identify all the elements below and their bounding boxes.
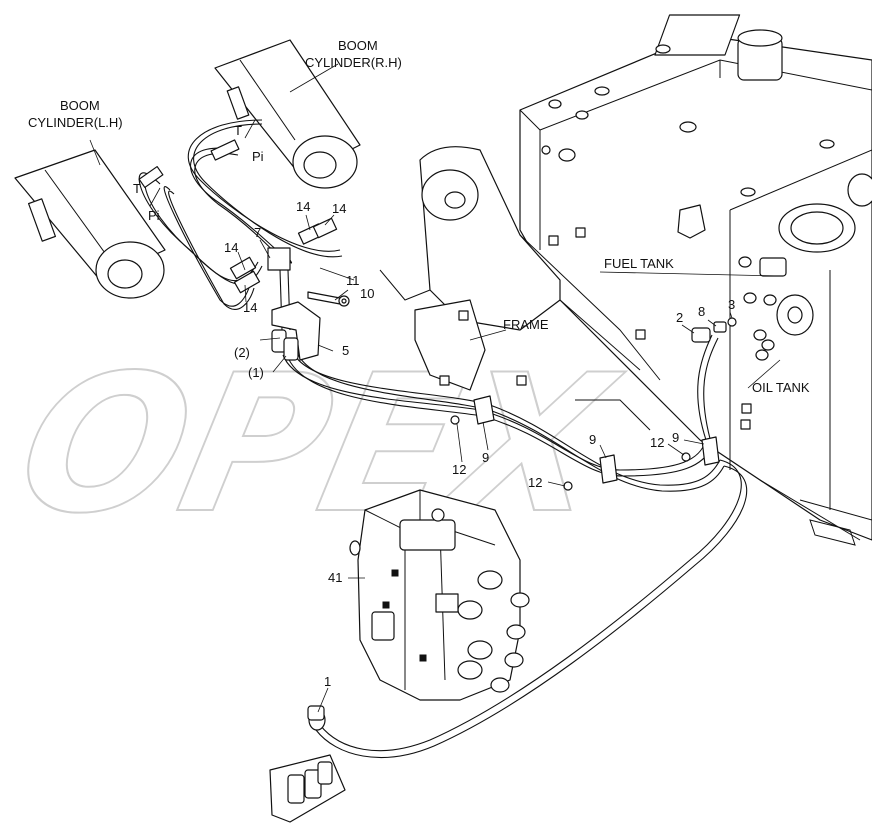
label-boom-cylinder-lh-line2: CYLINDER(L.H) (28, 115, 123, 130)
label-oil-tank: OIL TANK (752, 380, 810, 395)
labels: BOOM CYLINDER(R.H) BOOM CYLINDER(L.H) FU… (28, 38, 810, 395)
callout-14-b: 14 (243, 300, 257, 315)
pilot-hoses (138, 119, 748, 758)
callout-41: 41 (328, 570, 342, 585)
callouts: 1 (1) 2 (2) 3 5 7 8 9 9 9 10 11 12 12 12… (224, 199, 735, 689)
boom-cylinder-lh (14, 149, 166, 299)
callout-9-a: 9 (482, 450, 489, 465)
callout-2: 2 (676, 310, 683, 325)
callout-12-c: 12 (650, 435, 664, 450)
boom-cylinder-rh (214, 39, 361, 189)
main-control-valve (349, 489, 530, 701)
upper-frame (379, 146, 661, 431)
callout-1-paren: (1) (248, 365, 264, 380)
callout-9-c: 9 (672, 430, 679, 445)
callout-9-b: 9 (589, 432, 596, 447)
label-port-t-rh: T (234, 123, 242, 138)
callout-10: 10 (360, 286, 374, 301)
callout-1: 1 (324, 674, 331, 689)
callout-3: 3 (728, 297, 735, 312)
label-frame: FRAME (503, 317, 549, 332)
callout-8: 8 (698, 304, 705, 319)
label-port-t-lh: T (133, 181, 141, 196)
callout-14-c: 14 (296, 199, 310, 214)
fuel-tank-body (519, 14, 872, 546)
label-boom-cylinder-rh-line2: CYLINDER(R.H) (305, 55, 402, 70)
label-boom-cylinder-lh-line1: BOOM (60, 98, 100, 113)
callout-14-a: 14 (224, 240, 238, 255)
callout-14-d: 14 (332, 201, 346, 216)
valve-spools (349, 540, 530, 693)
callout-12-b: 12 (528, 475, 542, 490)
fittings (138, 139, 737, 361)
callout-7: 7 (254, 225, 261, 240)
callout-11: 11 (346, 273, 360, 288)
watermark-text: OPEX (2, 335, 634, 556)
label-boom-cylinder-rh-line1: BOOM (338, 38, 378, 53)
label-port-pi-rh: Pi (252, 149, 264, 164)
callout-12-a: 12 (452, 462, 466, 477)
callout-2-paren: (2) (234, 345, 250, 360)
label-fuel-tank: FUEL TANK (604, 256, 674, 271)
pilot-valve-block (269, 705, 346, 823)
leader-lines (89, 63, 781, 713)
label-port-pi-lh: Pi (148, 208, 160, 223)
callout-5: 5 (342, 343, 349, 358)
